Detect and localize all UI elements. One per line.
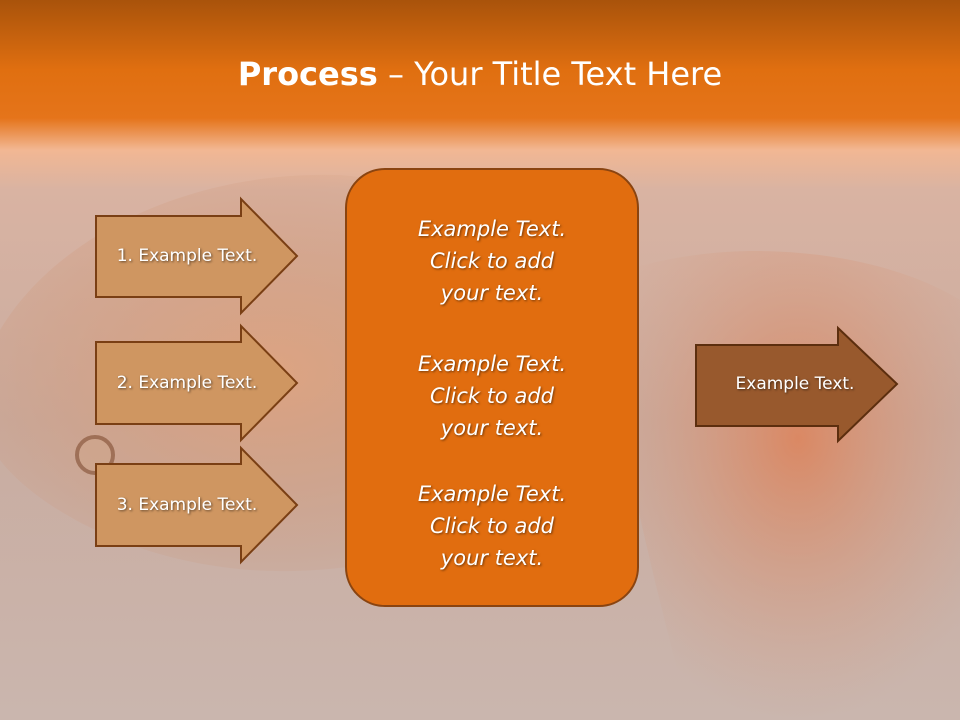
center-text-block-1[interactable]: Example Text. Click to add your text. <box>345 213 639 309</box>
input-arrow-3[interactable] <box>95 445 299 565</box>
input-arrow-1[interactable] <box>95 196 299 316</box>
center-text-line: Example Text. <box>417 482 567 506</box>
center-text-line: your text. <box>440 546 544 570</box>
center-text-block-2[interactable]: Example Text. Click to add your text. <box>345 348 639 444</box>
slide-title: Process – Your Title Text Here <box>0 52 960 96</box>
title-strong: Process <box>237 55 378 93</box>
center-text-line: Example Text. <box>417 352 567 376</box>
input-arrow-label-1: 1. Example Text. <box>116 246 258 266</box>
center-text-line: Click to add <box>429 384 554 408</box>
output-arrow-label: Example Text. <box>735 374 855 394</box>
input-arrow-label-2: 2. Example Text. <box>116 373 258 393</box>
title-separator: – <box>377 55 415 93</box>
center-text-line: Click to add <box>429 514 554 538</box>
center-text-line: Example Text. <box>417 217 567 241</box>
input-arrow-2[interactable] <box>95 323 299 443</box>
title-rest: Your Title Text Here <box>414 55 723 93</box>
input-arrow-label-3: 3. Example Text. <box>116 495 258 515</box>
center-text-line: your text. <box>440 416 544 440</box>
center-text-block-3[interactable]: Example Text. Click to add your text. <box>345 478 639 574</box>
output-arrow[interactable] <box>695 325 899 444</box>
center-text-line: your text. <box>440 281 544 305</box>
center-process-box[interactable] <box>345 168 639 607</box>
center-text-line: Click to add <box>429 249 554 273</box>
